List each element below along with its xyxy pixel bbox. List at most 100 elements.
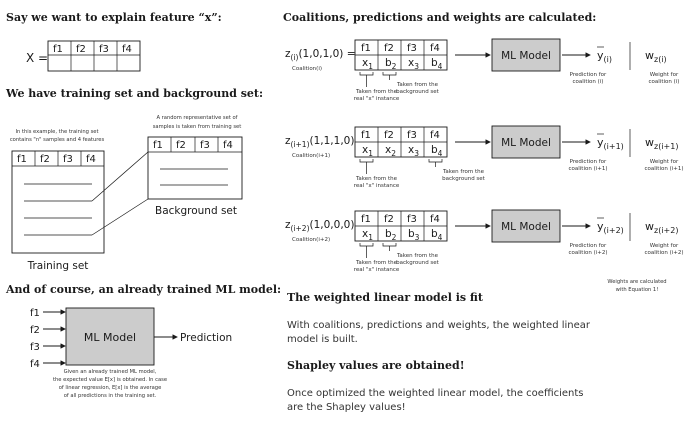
model-input-f4: f4: [30, 359, 40, 370]
real-instance-bracket: [359, 72, 374, 76]
coalition-value-x1: x1: [362, 228, 373, 242]
training-header-f3: f3: [63, 154, 73, 165]
x-instance-table: f1 f2 f3 f4: [47, 40, 141, 72]
training-note-line2: contains "n" samples and 4 features: [10, 137, 105, 143]
coalition-value-b4: b4: [431, 144, 443, 158]
coalition-value-x3: x3: [408, 57, 419, 71]
x-header-f1: f1: [53, 44, 63, 55]
coalition-header-f4: f4: [430, 130, 440, 141]
coalition-caption: Coalition(i+1): [292, 153, 330, 159]
coalition-header-f2: f2: [384, 43, 394, 54]
coalition-row-i-plus-1: z(i+1)(1,1,1,0) = Coalition(i+1) f1 x1 f2 x2 f…: [285, 125, 684, 189]
coalition-row-i: z(i)(1,0,1,0) =Coalition(i)f1x1f2b2f3x3f…: [285, 38, 679, 102]
prediction-caption-line2: coalition (i): [573, 79, 604, 85]
weight-caption-line2: coalition (i+1): [644, 166, 683, 172]
shapley-text-line2: are the Shapley values!: [287, 402, 406, 413]
training-background-heading: We have training set and background set:: [5, 87, 263, 100]
model-input-f3: f3: [30, 342, 40, 353]
coalition-value-x2: x2: [385, 144, 396, 158]
coalition-header-f2: f2: [384, 214, 394, 225]
coalition-header-f3: f3: [407, 130, 417, 141]
prediction-caption-line1: Prediction for: [570, 72, 607, 78]
background-header-f4: f4: [223, 140, 233, 151]
coalition-row-i-plus-2: z(i+2)(1,0,0,0) =Coalition(i+2)f1x1f2b2f…: [285, 209, 684, 273]
background-header-f1: f1: [153, 140, 163, 151]
coalition-prediction-yhat: y(i): [597, 49, 612, 64]
training-header-f2: f2: [40, 154, 50, 165]
coalition-header-f1: f1: [361, 43, 371, 54]
background-header-f3: f3: [200, 140, 210, 151]
coalition-ml-model-box: [491, 209, 561, 243]
coalition-value-x1: x1: [362, 144, 373, 158]
background-bracket: [428, 159, 443, 163]
model-input-f1: f1: [30, 308, 40, 319]
background-note-line2: background set: [396, 89, 440, 95]
background-set-table: f1 f2 f3 f4: [147, 136, 243, 200]
real-note-line1: Taken from the: [355, 89, 398, 95]
weights-note-line2: with Equation 1!: [616, 287, 659, 293]
coalition-weight: wz(i+1): [645, 136, 678, 151]
prediction-caption-line2: coalition (i+2): [568, 250, 607, 256]
explain-feature-heading: Say we want to explain feature “x”:: [6, 11, 222, 24]
model-input-f2: f2: [30, 325, 40, 336]
coalition-header-f2: f2: [384, 130, 394, 141]
model-note-line2: the expected value E[x] is obtained. In …: [53, 377, 167, 383]
x-header-f3: f3: [99, 44, 109, 55]
coalition-weight: wz(i+2): [645, 220, 678, 235]
background-note-line2: background set: [396, 260, 440, 266]
real-instance-bracket: [359, 159, 374, 163]
fit-text-line1: With coalitions, predictions and weights…: [287, 320, 591, 331]
training-header-f4: f4: [86, 154, 96, 165]
x-header-f2: f2: [76, 44, 86, 55]
real-note-line2: real "x" instance: [354, 96, 400, 102]
coalition-header-f1: f1: [361, 214, 371, 225]
training-set-table: f1 f2 f3 f4: [11, 150, 105, 254]
x-header-f4: f4: [122, 44, 132, 55]
x-equals-label: X =: [26, 51, 48, 65]
training-set-caption: Training set: [27, 260, 89, 272]
background-header-f2: f2: [176, 140, 186, 151]
coalition-ml-model-box: [491, 125, 561, 159]
coalition-value-b4: b4: [431, 228, 443, 242]
prediction-caption-line1: Prediction for: [570, 159, 607, 165]
prediction-label: Prediction: [180, 332, 232, 344]
coalition-z-label: z(i+1)(1,1,1,0) =: [285, 135, 367, 149]
weight-caption-line1: Weight for: [650, 72, 679, 78]
coalition-z-label: z(i)(1,0,1,0) =: [285, 48, 356, 62]
coalition-ml-model-label: ML Model: [501, 221, 551, 233]
coalition-header-f3: f3: [407, 214, 417, 225]
coalition-header-f4: f4: [430, 214, 440, 225]
fit-text-line2: model is built.: [287, 334, 358, 345]
coalition-value-b4: b4: [431, 57, 443, 71]
weight-caption-line2: coalition (i+2): [644, 250, 683, 256]
background-note-line2: background set: [442, 176, 486, 182]
model-note-line4: of all predictions in the training set.: [64, 393, 157, 399]
coalition-ml-model-label: ML Model: [501, 137, 551, 149]
model-note-line3: of linear regression, E[x] is the averag…: [59, 385, 162, 391]
coalition-value-b2: b2: [385, 57, 397, 71]
background-note-line2: samples is taken from training set: [153, 124, 242, 130]
background-note-line1: Taken from the: [442, 169, 485, 175]
real-instance-bracket: [359, 243, 374, 247]
background-bracket: [382, 72, 397, 76]
background-bracket: [382, 243, 397, 247]
coalitions-heading: Coalitions, predictions and weights are …: [283, 11, 596, 24]
prediction-caption-line2: coalition (i+1): [568, 166, 607, 172]
coalition-caption: Coalition(i+2): [292, 237, 330, 243]
coalition-weight: wz(i): [645, 49, 667, 64]
fit-heading: The weighted linear model is fit: [287, 291, 484, 304]
background-note-line1: Taken from the: [396, 82, 439, 88]
left-ml-model-box: [65, 307, 155, 366]
weight-caption-line1: Weight for: [650, 159, 679, 165]
real-note-line1: Taken from the: [355, 176, 398, 182]
model-note-line1: Given an already trained ML model,: [64, 369, 157, 375]
coalition-header-f1: f1: [361, 130, 371, 141]
coalition-caption: Coalition(i): [292, 66, 322, 72]
real-note-line2: real "x" instance: [354, 183, 400, 189]
background-note-line1: Taken from the: [396, 253, 439, 259]
coalition-ml-model-label: ML Model: [501, 50, 551, 62]
background-note-line1: A random representative set of: [156, 115, 237, 121]
real-note-line1: Taken from the: [355, 260, 398, 266]
weight-caption-line1: Weight for: [650, 243, 679, 249]
coalition-prediction-yhat: y(i+2): [597, 220, 624, 235]
